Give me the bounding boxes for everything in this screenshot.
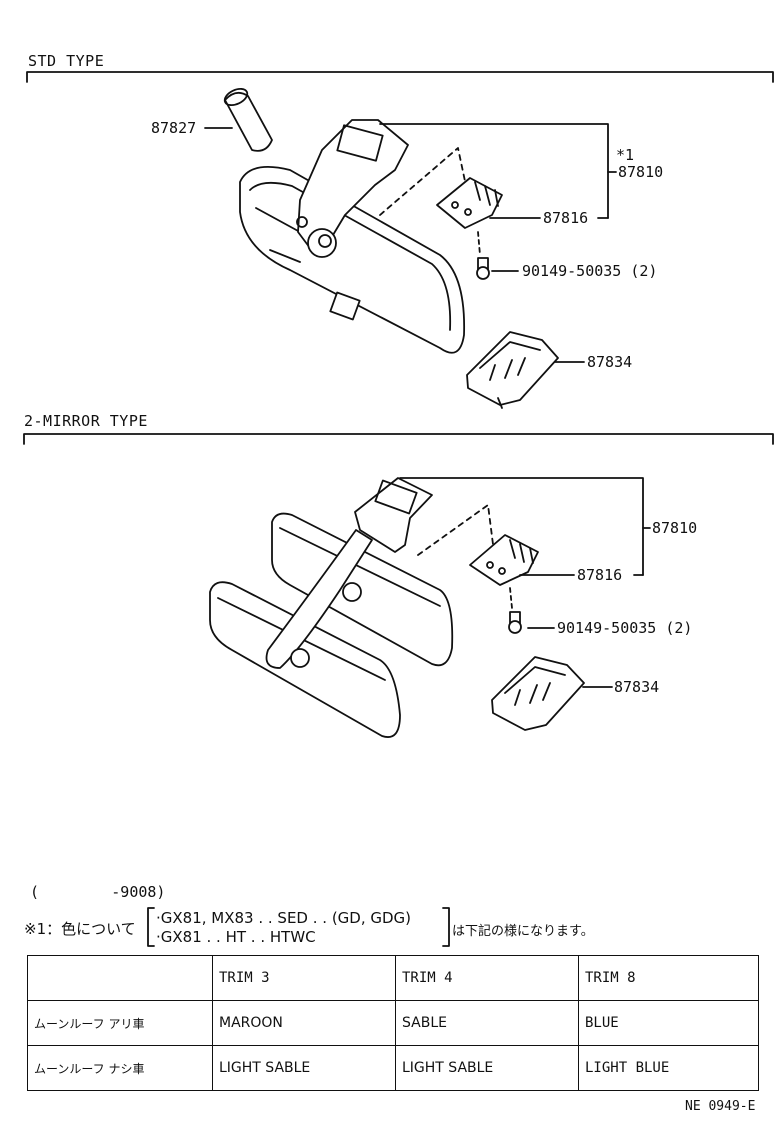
section-title-std: STD TYPE [28,52,105,70]
color-note-suffix: は下記の様になります。 [452,924,594,939]
table-row: ムーンルーフ ナシ車 LIGHT SABLE LIGHT SABLE LIGHT… [27,1045,759,1091]
model-line-1: ·GX81, MX83 . . SED . . (GD, GDG) [156,909,412,927]
std-mirror-part [239,119,466,354]
table-header-row: TRIM 3 TRIM 4 TRIM 8 [27,955,759,1001]
part-number-87810: 87810 [618,163,664,181]
table-row: ムーンルーフ アリ車 MAROON SABLE BLUE [27,1000,759,1046]
table-cell: LIGHT SABLE [395,1045,579,1091]
table-cell: SABLE [395,1000,579,1046]
table-cell: MAROON [212,1000,396,1046]
twin-mirror-part [209,477,454,738]
table-cell: LIGHT SABLE [212,1045,396,1091]
part-number-87816-2: 87816 [577,566,623,584]
model-line-2: ·GX81 . . HT . . HTWC [156,928,316,946]
part-number-87810-2: 87810 [652,519,698,537]
section-title-2-mirror: 2-MIRROR TYPE [24,412,148,430]
table-cell: LIGHT BLUE [578,1045,759,1091]
color-note-label: ※1：色について [24,920,136,938]
bracket-87816-part [436,177,503,229]
part-number-87816: 87816 [543,209,589,227]
screw-90149-part [476,257,490,280]
date-range-note: ( -9008) [30,883,166,901]
row-label: ムーンルーフ ナシ車 [27,1045,213,1091]
trim-color-table: TRIM 3 TRIM 4 TRIM 8 ムーンルーフ アリ車 MAROON S… [27,955,759,1091]
cover-87827-part [223,87,273,152]
part-number-90149-2: 90149-50035 (2) [557,619,693,637]
part-number-87834-2: 87834 [614,678,660,696]
table-header-cell: TRIM 3 [212,955,396,1001]
part-number-90149: 90149-50035 (2) [522,262,658,280]
bracket-87816-2-part [469,534,539,586]
note-bracket-right [442,907,450,947]
note-bracket-left [147,907,155,947]
table-header-cell [27,955,213,1001]
screw-90149-2-part [508,611,522,634]
table-header-cell: TRIM 4 [395,955,579,1001]
star-1-marker: *1 [616,146,635,164]
std-section-bracket [26,71,774,83]
table-cell: BLUE [578,1000,759,1046]
cover-87834-part [466,331,559,409]
mirror2-guide-dashes [417,504,496,561]
leader-87810-2-bracket [399,477,644,576]
part-number-87834: 87834 [587,353,633,371]
row-label: ムーンルーフ アリ車 [27,1000,213,1046]
table-header-cell: TRIM 8 [578,955,759,1001]
leader-87810-bracket [379,123,609,219]
mirror2-section-bracket [23,433,774,445]
cover-87834-2-part [491,656,585,731]
footer-code: NE 0949-E [685,1099,756,1114]
part-number-87827: 87827 [151,119,197,137]
